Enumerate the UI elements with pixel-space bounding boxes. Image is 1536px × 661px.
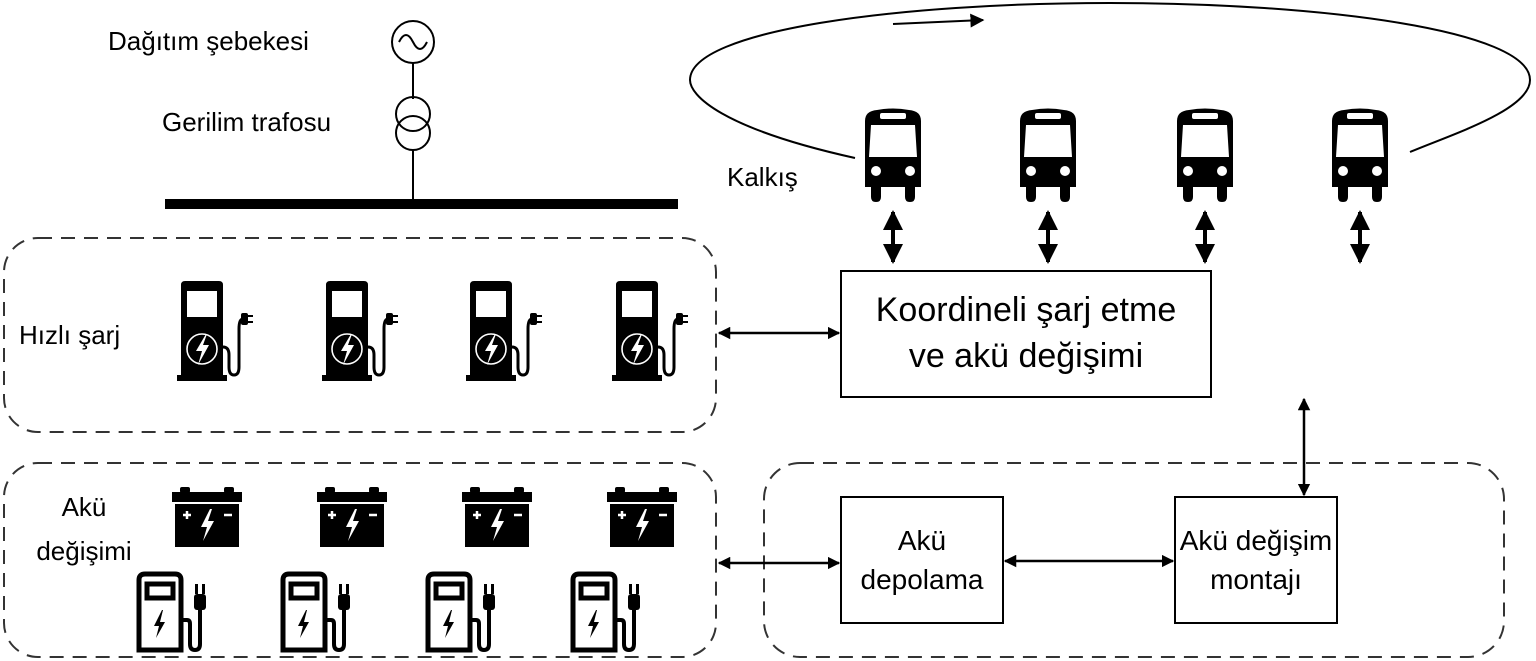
battery-storage-box (840, 496, 1004, 624)
swap-charging-station-icon (139, 574, 206, 650)
fast-charging-group (3, 237, 717, 433)
route-direction-arrow (892, 13, 985, 28)
swap-assembly-text: Akü değişim montajı (1175, 497, 1337, 623)
coordination-box (840, 270, 1212, 398)
battery-icon (317, 487, 387, 547)
swap-assembly-line2: montajı (1210, 564, 1302, 595)
fast-charger-icon (320, 279, 400, 383)
coordination-line1: Koordineli şarj etme (875, 291, 1177, 330)
bus-icon (1332, 108, 1388, 202)
busbar (165, 199, 678, 209)
bus-route (688, 1, 1532, 159)
battery-icon (607, 487, 677, 547)
battery-swap-group (3, 462, 717, 658)
transformer-coil-upper-icon (395, 96, 431, 132)
departure-label: Kalkış (727, 162, 798, 192)
battery-swap-label-line2: değişimi (36, 536, 132, 566)
coordination-box-text: Koordineli şarj etme ve akü değişimi (841, 271, 1211, 397)
battery-storage-line2: depolama (860, 564, 984, 595)
fast-charging-label: Hızlı şarj (19, 320, 121, 350)
battery-icon (462, 487, 532, 547)
battery-swap-label: Akü değişimi (14, 485, 154, 573)
transformer-coil-lower-icon (395, 115, 431, 151)
fast-charger-icon (610, 279, 690, 383)
battery-storage-line1: Akü (897, 524, 947, 556)
swap-assembly-box (1174, 496, 1338, 624)
swap-assembly-line1: Akü değişim (1179, 524, 1333, 556)
grid-source-label: Dağıtım şebekesi (108, 26, 309, 56)
bus-icon (1020, 108, 1076, 202)
battery-storage-text: Akü depolama (841, 497, 1003, 623)
swap-charging-station-icon (573, 574, 640, 650)
coordination-line2: ve akü değişimi (908, 337, 1144, 375)
battery-icon (172, 487, 242, 547)
swap-charging-station-icon (428, 574, 495, 650)
bus-icon (1177, 108, 1233, 202)
route-loop (688, 1, 1532, 159)
grid-supply (165, 20, 678, 209)
transformer-label: Gerilim trafosu (162, 107, 332, 137)
fast-charger-icon (464, 279, 544, 383)
swap-charging-station-icon (283, 574, 350, 650)
bus-icon (865, 108, 921, 202)
sine-wave-icon (398, 34, 428, 50)
battery-swap-label-line1: Akü (61, 492, 107, 522)
fast-charger-icon (175, 279, 255, 383)
